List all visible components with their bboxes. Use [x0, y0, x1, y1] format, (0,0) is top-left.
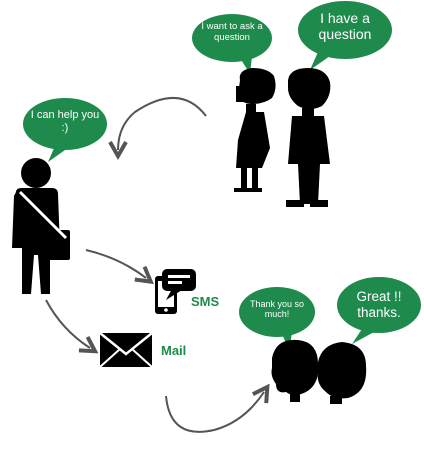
arrow-mail-to-people	[165, 392, 264, 433]
bubble-have-question	[298, 1, 392, 70]
bubble-thank-you-text: Thank you so much!	[249, 299, 305, 320]
arrow-people-to-agent	[118, 97, 207, 150]
bubble-help-text: I can help you :)	[30, 109, 100, 134]
bubble-great-text: Great !! thanks.	[356, 289, 402, 320]
bubble-ask-text: I want to ask a question	[201, 21, 263, 43]
happy-people	[271, 339, 367, 404]
bubble-help	[23, 98, 107, 162]
bag-strap	[18, 190, 68, 240]
phone-sms-icon	[155, 269, 196, 314]
person-boy	[286, 68, 331, 207]
envelope-icon	[99, 332, 153, 368]
person-girl	[234, 68, 276, 192]
arrow-agent-to-mail	[45, 299, 90, 348]
bubble-have-question-text: I have a question	[318, 10, 372, 43]
bubble-great	[337, 277, 421, 344]
sms-label: SMS	[191, 294, 220, 309]
support-agent	[12, 158, 70, 294]
arrow-agent-to-sms	[85, 249, 146, 278]
mail-label: Mail	[161, 343, 187, 358]
